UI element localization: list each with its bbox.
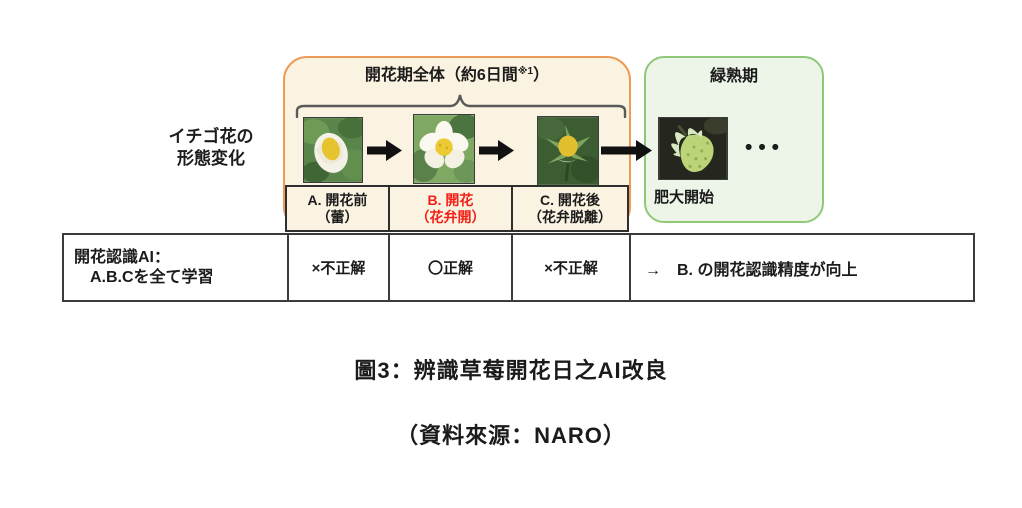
stage-b-label-line2: （花弁開） (415, 208, 486, 225)
morphology-label-line2: 形態変化 (177, 149, 245, 169)
result-a-text: ×不正解 (311, 260, 366, 277)
stage-b-label-box: B. 開花 （花弁開） (388, 185, 513, 232)
conclusion-cell: → B. の開花認識精度が向上 (631, 235, 973, 300)
arrow-right-icon (601, 140, 652, 161)
table-row-header: 開花認識AI： A.B.Cを全て学習 (64, 235, 289, 300)
brace-bracket (295, 94, 627, 118)
stage-c-photo (537, 116, 599, 186)
stage-a-photo (303, 117, 363, 183)
result-cell-b: 〇正解 (390, 235, 513, 300)
arrow-right-icon (479, 140, 514, 161)
stage-a-label-box: A. 開花前 （蕾） (285, 185, 390, 232)
flowering-period-title: 開花期全体（約6日間※1） (283, 61, 631, 85)
figure-caption: 圖3：辨識草莓開花日之AI改良 (354, 358, 668, 383)
result-c-text: ×不正解 (544, 260, 598, 277)
result-cell-a: ×不正解 (289, 235, 390, 300)
morphology-label-line1: イチゴ花の (168, 127, 254, 146)
stage-c-label-line1: C. 開花後 (540, 191, 600, 208)
row-header-line1: 開花認識AI： (74, 248, 171, 266)
stage-b-label-line1: B. 開花 (427, 191, 474, 208)
green-strawberry-graphic (659, 118, 727, 179)
result-cell-c: ×不正解 (513, 235, 631, 300)
flowering-period-title-text: 開花期全体（約6日間 (364, 67, 518, 84)
arrow-right-icon (367, 140, 402, 161)
morphology-change-label: イチゴ花の 形態変化 (150, 126, 272, 171)
stage-a-label-line1: A. 開花前 (307, 191, 368, 208)
result-b-text: 〇正解 (427, 260, 473, 277)
stage-b-photo (413, 114, 475, 184)
green-stage-photo (658, 117, 728, 180)
open-flower-graphic (414, 115, 474, 183)
stage-a-label-line2: （蕾） (316, 208, 359, 225)
enlargement-start-label: 肥大開始 (654, 189, 715, 206)
footnote-marker: ※1 (517, 66, 534, 77)
stage-c-label-line2: （花弁脱離） (528, 208, 612, 225)
row-header-line2: A.B.Cを全て学習 (90, 268, 214, 286)
stage-c-label-box: C. 開花後 （花弁脱離） (511, 185, 629, 232)
post-bloom-flower-graphic (538, 117, 598, 185)
continuation-dots: ••• (744, 136, 786, 159)
green-ripening-title: 緑熟期 (709, 68, 758, 85)
flowering-period-title-close: ） (533, 67, 550, 84)
bud-flower-graphic (304, 118, 362, 182)
recognition-ai-table: 開花認識AI： A.B.Cを全て学習 ×不正解 〇正解 ×不正解 → B. の開… (62, 233, 975, 302)
source-caption: （資料來源：NARO） (396, 423, 626, 448)
conclusion-text: → B. の開花認識精度が向上 (645, 261, 858, 279)
